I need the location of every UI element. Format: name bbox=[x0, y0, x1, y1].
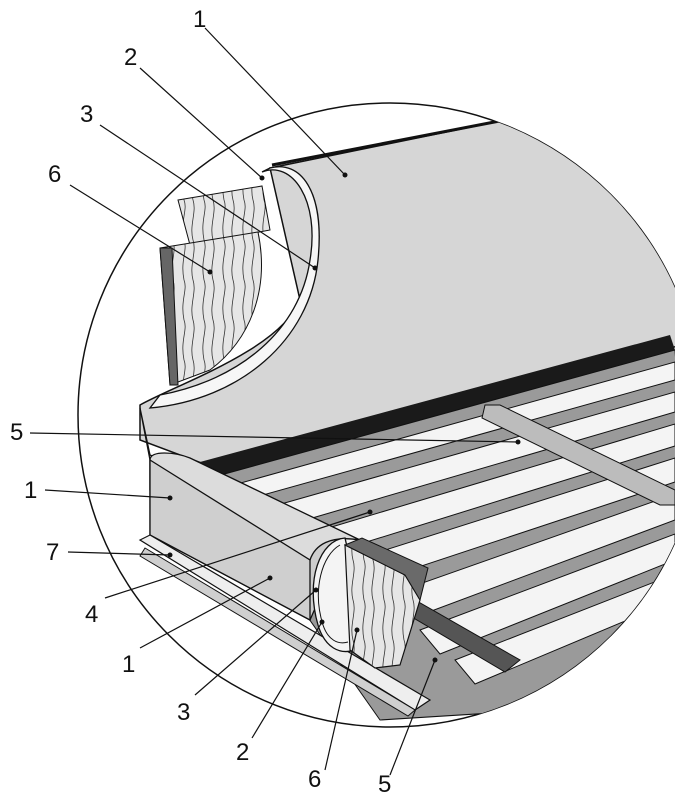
callout-5-mid: 5 bbox=[10, 419, 23, 446]
callout-4: 4 bbox=[85, 601, 98, 628]
front-wood-block-top bbox=[343, 537, 429, 602]
front-padding bbox=[317, 544, 349, 644]
back-frame-wood-edge bbox=[159, 247, 179, 386]
leader-lines bbox=[29, 27, 521, 776]
side-rail bbox=[138, 534, 432, 711]
callout-3-low: 3 bbox=[177, 699, 190, 726]
callout-5-low: 5 bbox=[378, 771, 391, 793]
callout-labels: 1 2 3 6 5 1 7 4 1 3 2 6 5 bbox=[10, 6, 391, 793]
callout-1-top: 1 bbox=[193, 6, 206, 33]
callout-6-top: 6 bbox=[48, 161, 61, 188]
back-padding bbox=[148, 166, 320, 409]
callout-7: 7 bbox=[46, 539, 59, 566]
seat-back-dark-strip bbox=[200, 335, 675, 478]
sofa-bed-illustration bbox=[138, 109, 675, 721]
back-frame-wood-side bbox=[159, 231, 262, 386]
cross-rail bbox=[481, 404, 675, 506]
side-rail-bottom bbox=[139, 547, 416, 717]
callout-6-low: 6 bbox=[308, 766, 321, 793]
callout-1-mid: 1 bbox=[24, 477, 37, 504]
callout-3-top: 3 bbox=[80, 101, 93, 128]
back-frame-wood-top bbox=[177, 185, 271, 246]
callout-1-low: 1 bbox=[122, 651, 135, 678]
backrest-top-edge bbox=[271, 116, 516, 167]
callout-2-top: 2 bbox=[124, 44, 137, 71]
callout-2-low: 2 bbox=[236, 739, 249, 766]
